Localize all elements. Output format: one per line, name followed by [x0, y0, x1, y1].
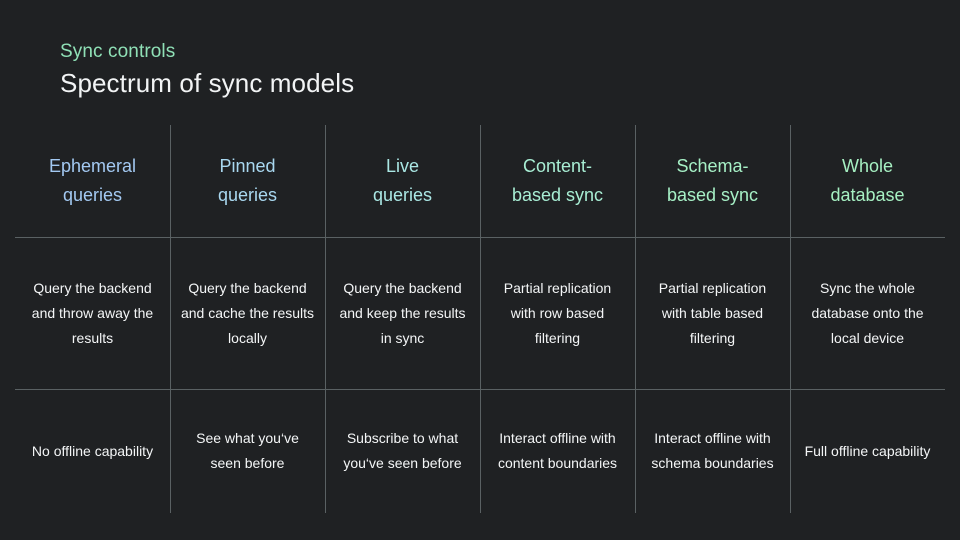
description-pinned-queries: Query the backend and cache the results …: [180, 279, 315, 346]
header-line-1: Live: [385, 156, 419, 176]
matrix-offline-cell: Full offline capability: [790, 389, 945, 513]
header-line-1: Whole: [841, 156, 893, 176]
header-line-2: based sync: [666, 185, 759, 205]
matrix-header-cell: Live queries: [325, 125, 480, 237]
eyebrow-label: Sync controls: [60, 41, 176, 62]
matrix-offline-cell: Interact offline with content boundaries: [480, 389, 635, 513]
offline-content-based-sync: Interact offline with content boundaries: [497, 430, 618, 471]
column-header-content-based-sync: Content- based sync: [512, 152, 603, 210]
heading-block: Sync controls Spectrum of sync models: [60, 40, 354, 100]
offline-schema-based-sync: Interact offline with schema boundaries: [651, 430, 774, 471]
matrix-description-cell: Query the backend and keep the results i…: [325, 237, 480, 389]
matrix-description-cell: Partial replication with table based fil…: [635, 237, 790, 389]
offline-ephemeral-queries: No offline capability: [31, 442, 154, 459]
matrix-description-cell: Partial replication with row based filte…: [480, 237, 635, 389]
matrix-header-cell: Pinned queries: [170, 125, 325, 237]
matrix-grid: Ephemeral queries Pinned queries Live qu…: [15, 125, 945, 513]
description-schema-based-sync: Partial replication with table based fil…: [658, 279, 767, 346]
header-line-1: Pinned: [219, 156, 276, 176]
offline-whole-database: Full offline capability: [804, 442, 931, 459]
header-line-2: based sync: [511, 185, 604, 205]
header-line-2: queries: [217, 185, 278, 205]
matrix-offline-cell: No offline capability: [15, 389, 170, 513]
description-live-queries: Query the backend and keep the results i…: [339, 279, 466, 346]
offline-live-queries: Subscribe to what you‘ve seen before: [343, 430, 462, 471]
description-whole-database: Sync the whole database onto the local d…: [811, 279, 924, 346]
column-header-live-queries: Live queries: [373, 152, 432, 210]
column-header-ephemeral-queries: Ephemeral queries: [49, 152, 136, 210]
column-header-pinned-queries: Pinned queries: [218, 152, 277, 210]
description-ephemeral-queries: Query the backend and throw away the res…: [31, 279, 154, 346]
matrix-header-cell: Ephemeral queries: [15, 125, 170, 237]
matrix-header-cell: Schema- based sync: [635, 125, 790, 237]
header-line-1: Ephemeral: [48, 156, 137, 176]
matrix-description-cell: Query the backend and throw away the res…: [15, 237, 170, 389]
header-line-1: Content-: [522, 156, 593, 176]
matrix-header-cell: Whole database: [790, 125, 945, 237]
column-header-schema-based-sync: Schema- based sync: [667, 152, 758, 210]
header-line-2: queries: [372, 185, 433, 205]
matrix-offline-cell: Subscribe to what you‘ve seen before: [325, 389, 480, 513]
matrix-description-cell: Query the backend and cache the results …: [170, 237, 325, 389]
matrix-offline-cell: Interact offline with schema boundaries: [635, 389, 790, 513]
matrix-offline-cell: See what you‘ve seen before: [170, 389, 325, 513]
header-line-2: database: [830, 185, 905, 205]
matrix-header-cell: Content- based sync: [480, 125, 635, 237]
matrix-description-cell: Sync the whole database onto the local d…: [790, 237, 945, 389]
page-title: Spectrum of sync models: [60, 68, 355, 98]
header-line-2: queries: [62, 185, 123, 205]
column-header-whole-database: Whole database: [830, 152, 904, 210]
description-content-based-sync: Partial replication with row based filte…: [503, 279, 612, 346]
offline-pinned-queries: See what you‘ve seen before: [196, 430, 299, 471]
sync-models-matrix: Ephemeral queries Pinned queries Live qu…: [15, 125, 945, 513]
header-line-1: Schema-: [676, 156, 749, 176]
